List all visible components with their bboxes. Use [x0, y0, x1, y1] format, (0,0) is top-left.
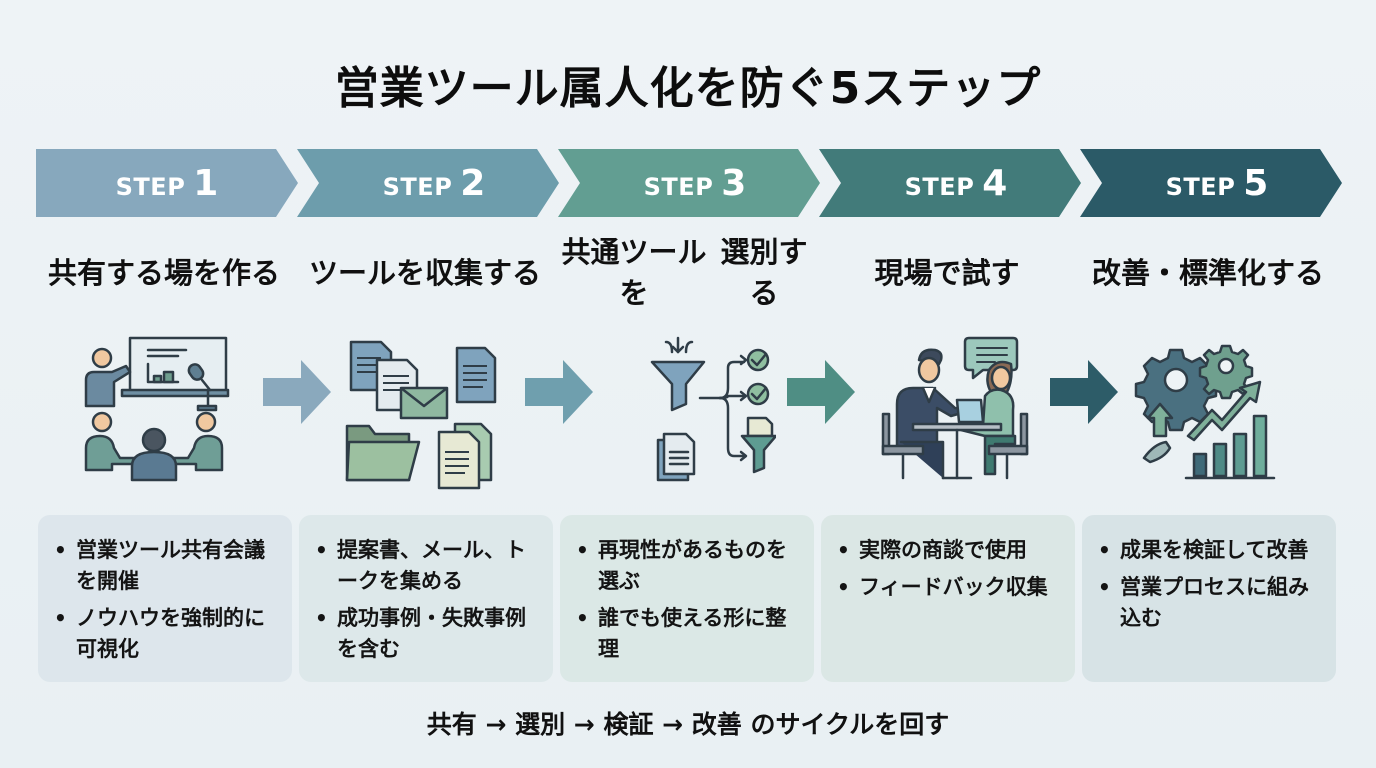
step-label: STEP: [1165, 172, 1236, 201]
bullet-item: 営業ツール共有会議を開催: [54, 535, 282, 597]
step-column-2: ツールを収集する: [295, 228, 555, 490]
bullet-item: 営業プロセスに組み込む: [1098, 572, 1326, 634]
step-number: 4: [982, 162, 1008, 204]
meeting-presentation-icon: [74, 330, 254, 490]
gears-growth-chart-icon: [1118, 330, 1298, 490]
step-column-5: 改善・標準化する: [1078, 228, 1338, 480]
bullet-item: 誰でも使える形に整理: [576, 603, 804, 665]
arrow-right-icon: [1050, 360, 1118, 424]
step-heading-line: 共通ツールを: [561, 235, 707, 310]
bullet-item: 再現性があるものを選ぶ: [576, 535, 804, 597]
bullet-item: 成果を検証して改善: [1098, 535, 1326, 566]
step-card-5: 成果を検証して改善 営業プロセスに組み込む: [1082, 515, 1336, 682]
funnel-filter-icon: [596, 330, 778, 490]
arrow-right-icon: [263, 360, 331, 424]
step-number: 1: [193, 162, 219, 204]
step-number: 5: [1243, 162, 1269, 204]
sales-meeting-icon: [857, 330, 1037, 490]
bullet-item: ノウハウを強制的に可視化: [54, 603, 282, 665]
step-heading-line: 共有する場: [47, 255, 193, 290]
step-heading-line: ツールを: [308, 255, 425, 290]
step-number: 2: [460, 162, 486, 204]
step-heading-line: を作る: [193, 255, 281, 290]
step-card-4: 実際の商談で使用 フィードバック収集: [821, 515, 1075, 682]
arrow-right-icon: [525, 360, 593, 424]
step-heading-line: 収集する: [425, 255, 542, 290]
step-label: STEP: [115, 172, 186, 201]
step-column-3: 共通ツールを選別する: [556, 228, 816, 482]
step-card-2: 提案書、メール、トークを集める 成功事例・失敗事例を含む: [299, 515, 553, 682]
step-number: 3: [721, 162, 747, 204]
step-card-1: 営業ツール共有会議を開催 ノウハウを強制的に可視化: [38, 515, 292, 682]
page-title: 営業ツール属人化を防ぐ5ステップ: [334, 63, 1042, 114]
step-label: STEP: [382, 172, 453, 201]
arrow-right-icon: [787, 360, 855, 424]
documents-collection-icon: [335, 330, 515, 490]
step-label: STEP: [904, 172, 975, 201]
cycle-summary: 共有 → 選別 → 検証 → 改善 のサイクルを回す: [426, 710, 950, 739]
step-heading: 共有する場を作る: [34, 228, 294, 318]
bullet-item: 提案書、メール、トークを集める: [315, 535, 543, 597]
step-card-3: 再現性があるものを選ぶ 誰でも使える形に整理: [560, 515, 814, 682]
step-heading: 共通ツールを選別する: [556, 228, 816, 318]
step-heading-line: 改善・標準化: [1091, 255, 1266, 290]
bullet-item: 実際の商談で使用: [837, 535, 1065, 566]
bullet-item: 成功事例・失敗事例を含む: [315, 603, 543, 665]
step-heading: ツールを収集する: [295, 228, 555, 318]
step-column-1: 共有する場を作る: [34, 228, 294, 482]
step-heading-line: 現場で試す: [874, 255, 1020, 290]
bullet-item: フィードバック収集: [837, 572, 1065, 603]
step-label: STEP: [643, 172, 714, 201]
step-heading-line: する: [1266, 255, 1325, 290]
step-heading: 現場で試す: [817, 228, 1077, 318]
step-heading-line: 選別する: [720, 235, 808, 310]
step-column-4: 現場で試す: [817, 228, 1077, 480]
step-heading: 改善・標準化する: [1078, 228, 1338, 318]
